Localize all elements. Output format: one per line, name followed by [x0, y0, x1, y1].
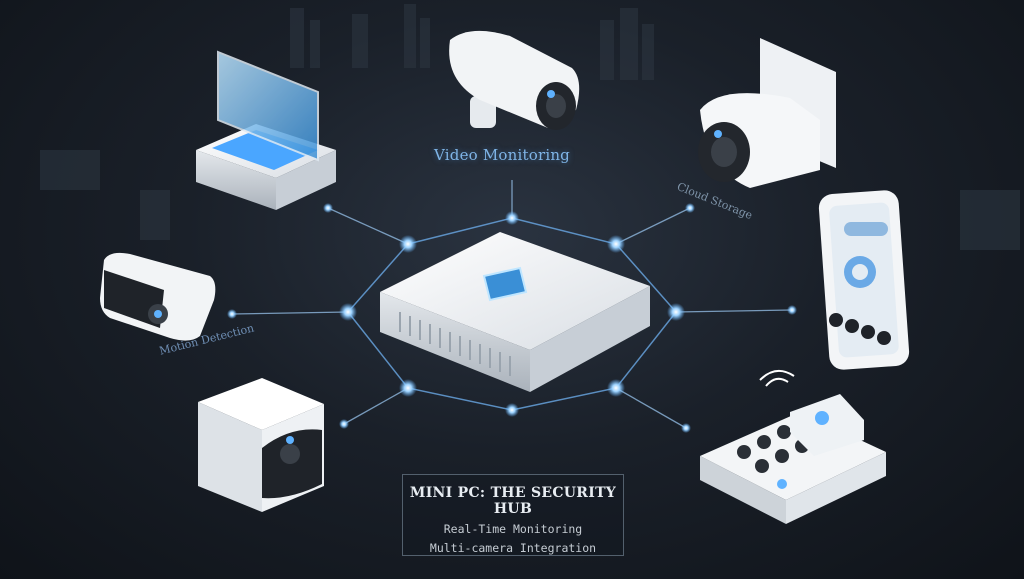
control-hub-icon — [700, 369, 886, 524]
video-monitoring-label: Video Monitoring — [434, 146, 570, 164]
bullet-camera-icon — [449, 30, 580, 130]
mini-pc-icon — [380, 232, 650, 392]
box-camera-icon — [100, 252, 216, 341]
panel-line-realtime: Real-Time Monitoring — [443, 522, 583, 536]
monitor-device-icon — [196, 50, 336, 210]
info-panel: MINI PC: THE SECURITY HUB Real-Time Moni… — [402, 474, 624, 556]
network-nodes — [227, 203, 797, 433]
smartphone-icon — [818, 190, 910, 370]
cube-camera-icon — [198, 378, 324, 512]
panel-line-multicamera: Multi-camera Integration — [429, 541, 597, 555]
panel-title: MINI PC: THE SECURITY HUB — [409, 485, 617, 517]
dome-camera-icon — [698, 38, 836, 188]
skyline — [40, 4, 1020, 250]
